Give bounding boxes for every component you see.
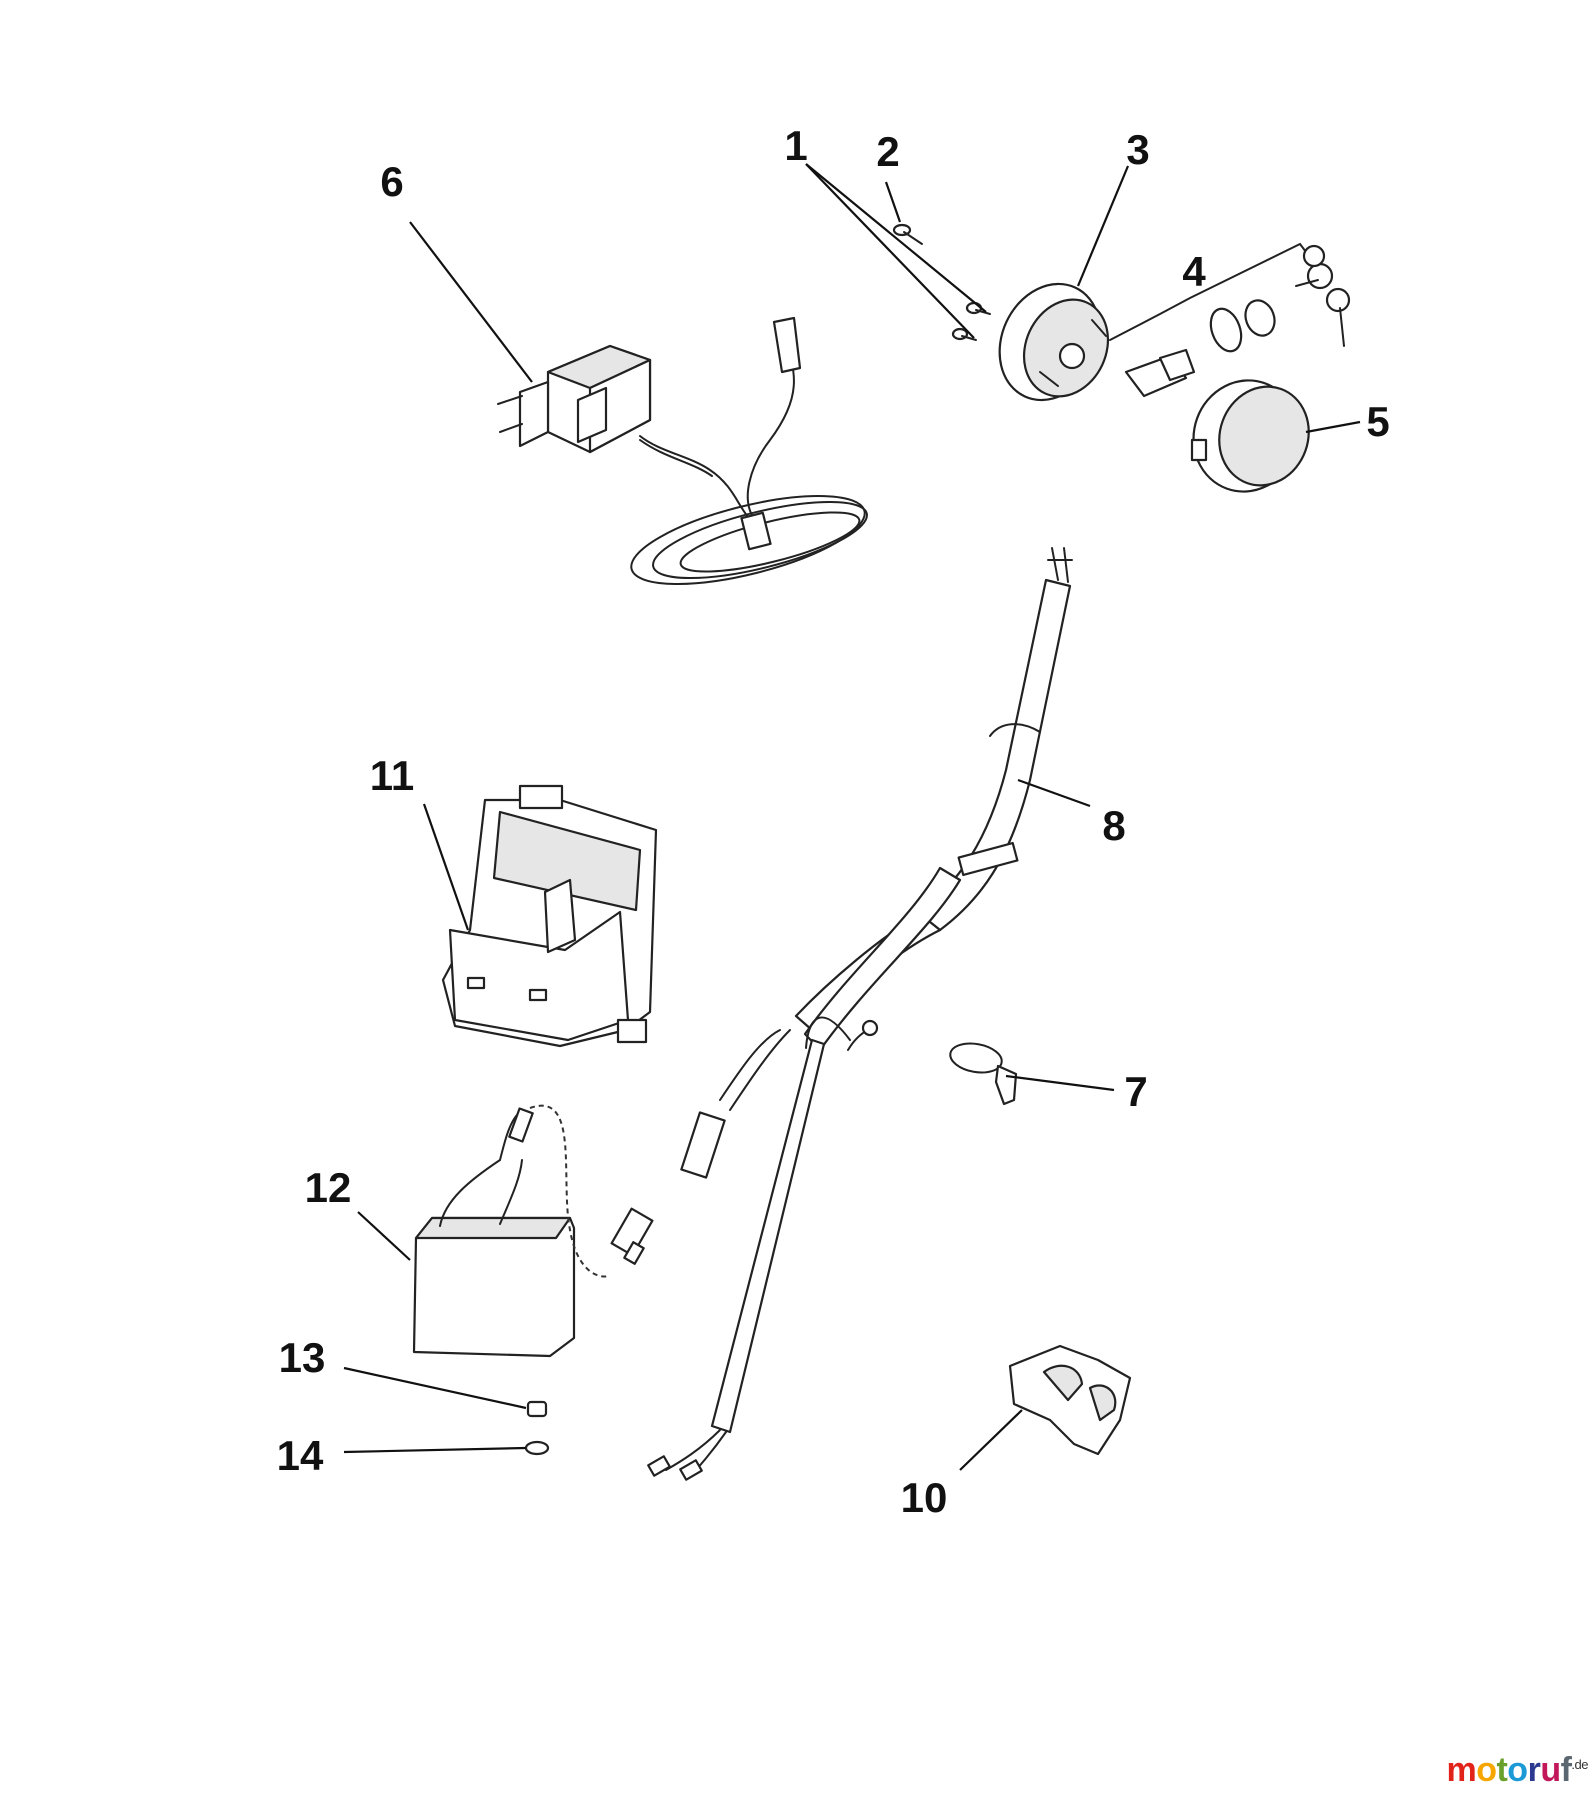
leader-line-7 xyxy=(1005,1074,1115,1092)
callout-8: 8 xyxy=(1102,802,1125,849)
switch-housing-part xyxy=(998,282,1110,402)
logo-letter-t: t xyxy=(1496,1751,1508,1789)
logo-letter-o2: o xyxy=(1507,1751,1528,1789)
callout-5: 5 xyxy=(1366,398,1389,445)
washer-part xyxy=(524,1440,550,1456)
cap-part xyxy=(1190,379,1310,493)
callout-13: 13 xyxy=(279,1334,326,1381)
callout-12: 12 xyxy=(305,1164,352,1211)
battery-bracket-part xyxy=(441,784,658,1048)
leader-line-3 xyxy=(1076,165,1130,287)
key-switch-part xyxy=(1109,242,1351,398)
callout-2: 2 xyxy=(876,128,899,175)
callout-11: 11 xyxy=(370,752,414,799)
screw-part-2 xyxy=(892,223,923,245)
leader-line-13 xyxy=(343,1366,527,1410)
charger-part xyxy=(497,316,868,585)
callouts: 1 2 3 4 5 6 7 8 10 11 12 13 14 xyxy=(277,122,1390,1521)
callout-14: 14 xyxy=(277,1432,324,1479)
logo-letter-r: r xyxy=(1527,1751,1541,1789)
leader-line-6 xyxy=(409,221,533,383)
clip-part xyxy=(1008,1344,1132,1456)
logo-letter-m: m xyxy=(1446,1751,1477,1789)
leader-line-12 xyxy=(357,1211,411,1261)
leader-line-11 xyxy=(422,803,470,931)
callout-3: 3 xyxy=(1126,126,1149,173)
leader-line-8 xyxy=(1017,778,1091,808)
screw-part-1b xyxy=(951,327,977,341)
leader-line-14 xyxy=(343,1446,527,1454)
callout-1: 1 xyxy=(784,122,807,169)
wiring-harness-part xyxy=(647,547,1073,1481)
logo-letter-o1: o xyxy=(1476,1751,1497,1789)
callout-4: 4 xyxy=(1182,248,1206,295)
callout-7: 7 xyxy=(1124,1068,1147,1115)
logo-letter-f: f xyxy=(1560,1751,1572,1789)
leader-line-5 xyxy=(1305,420,1361,434)
logo-suffix: .de xyxy=(1571,1757,1588,1772)
leader-line-2 xyxy=(884,181,902,223)
leader-line-10 xyxy=(959,1409,1023,1471)
callout-6: 6 xyxy=(380,158,403,205)
logo-letter-u: u xyxy=(1540,1751,1561,1789)
leader-line-1b xyxy=(805,163,975,339)
battery-part xyxy=(412,1104,654,1358)
leader-line-1a xyxy=(805,163,987,313)
leader-lines xyxy=(343,163,1361,1471)
terminal-nut-part xyxy=(526,1400,548,1418)
cable-tie-part xyxy=(949,1042,1018,1106)
motoruf-logo: motoruf.de xyxy=(1446,1751,1588,1790)
callout-10: 10 xyxy=(901,1474,948,1521)
